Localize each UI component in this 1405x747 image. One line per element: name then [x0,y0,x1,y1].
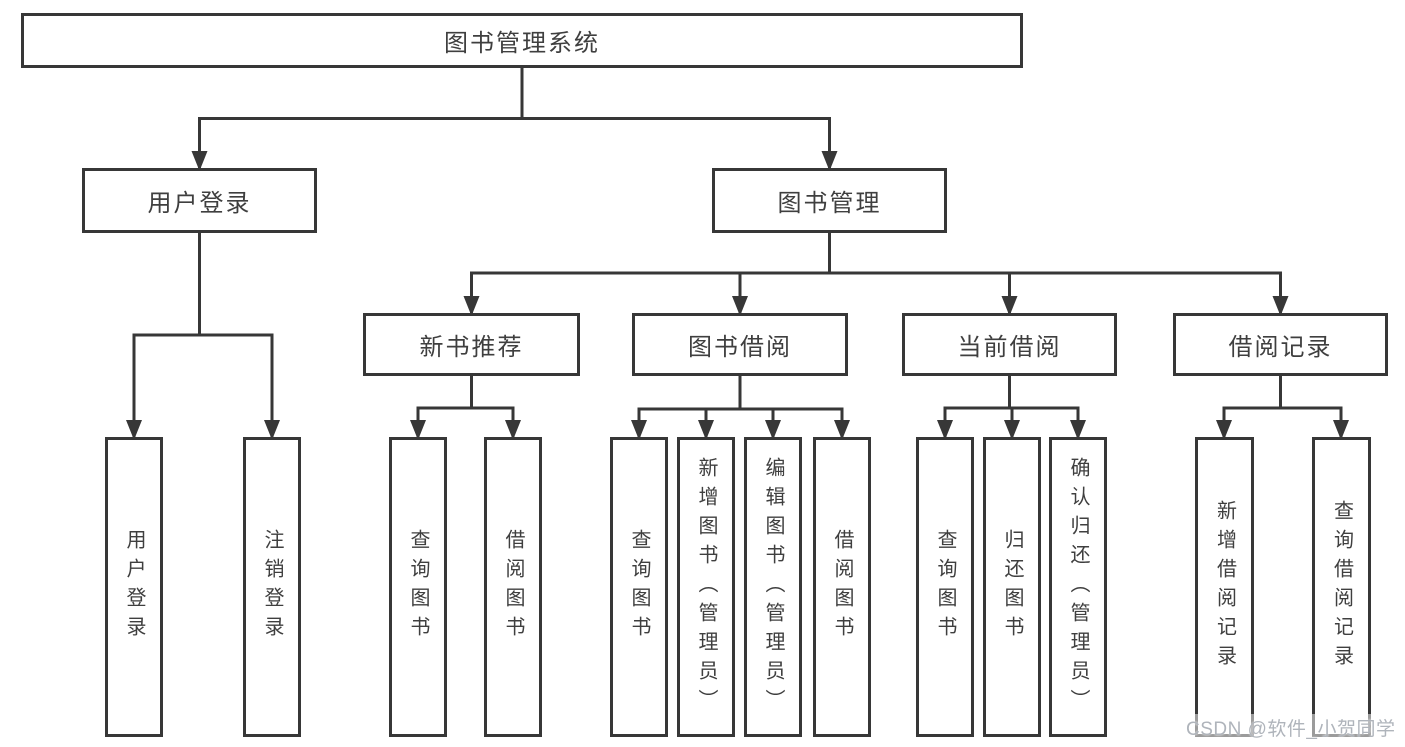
leaf-add-borrow-record: 新增借阅记录 [1195,437,1254,737]
leaf-return-books: 归还图书 [983,437,1041,737]
leaf-query-books-recommend-label: 查询图书 [407,529,429,645]
leaf-query-books-current-label: 查询图书 [934,529,956,645]
leaf-borrow-books-borrowing: 借阅图书 [813,437,871,737]
leaf-return-books-label: 归还图书 [1001,529,1023,645]
leaf-borrow-books-recommend-label: 借阅图书 [502,529,524,645]
leaf-logout: 注销登录 [243,437,301,737]
leaf-add-borrow-record-label: 新增借阅记录 [1213,500,1236,674]
leaf-query-borrow-record-label: 查询借阅记录 [1330,500,1353,674]
watermark-text: CSDN @软件_小贺同学 [1186,714,1396,741]
leaf-query-borrow-record: 查询借阅记录 [1312,437,1371,737]
leaf-edit-books-admin: 编辑图书（管理员） [744,437,802,737]
node-borrowing-records: 借阅记录 [1173,313,1388,376]
leaf-borrow-books-recommend: 借阅图书 [484,437,542,737]
leaf-query-books-borrowing-label: 查询图书 [628,529,650,645]
leaf-add-books-admin-label: 新增图书（管理员） [695,456,717,718]
leaf-borrow-books-borrowing-label: 借阅图书 [831,529,853,645]
node-book-management: 图书管理 [712,168,947,233]
leaf-user-login: 用户登录 [105,437,163,737]
leaf-confirm-return-admin: 确认归还（管理员） [1049,437,1107,737]
node-current-borrowing: 当前借阅 [902,313,1117,376]
node-new-book-recommendation: 新书推荐 [363,313,580,376]
leaf-query-books-current: 查询图书 [916,437,974,737]
leaf-confirm-return-admin-label: 确认归还（管理员） [1067,456,1089,718]
leaf-query-books-borrowing: 查询图书 [610,437,668,737]
leaf-edit-books-admin-label: 编辑图书（管理员） [762,456,784,718]
leaf-add-books-admin: 新增图书（管理员） [677,437,735,737]
node-book-borrowing: 图书借阅 [632,313,848,376]
leaf-query-books-recommend: 查询图书 [389,437,447,737]
node-library-system: 图书管理系统 [21,13,1023,68]
leaf-user-login-label: 用户登录 [123,529,145,645]
leaf-logout-label: 注销登录 [261,529,283,645]
node-user-login: 用户登录 [82,168,317,233]
